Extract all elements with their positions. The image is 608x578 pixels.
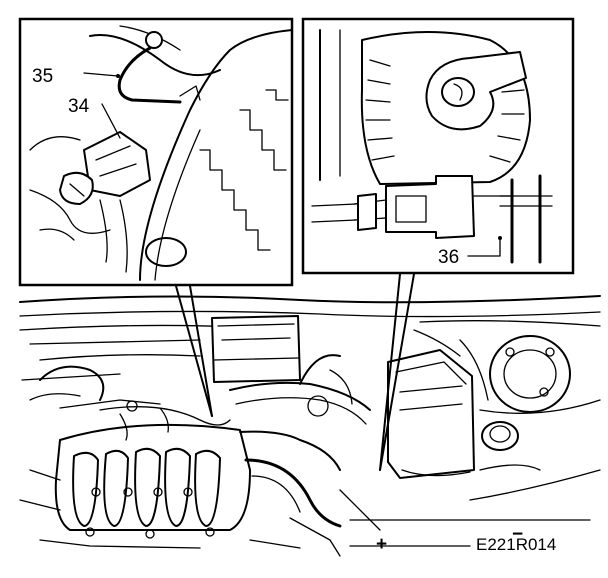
pointer-wedges [175,273,415,471]
figure-code: E221R014 [476,535,556,554]
callout-36: 36 [438,247,459,268]
engine-bay-drawing [19,295,601,557]
callout-35: 35 [32,66,53,87]
detail-inset-right [301,17,575,275]
battery-minus-symbol: − [512,524,523,545]
callout-34: 34 [68,96,90,117]
battery-plus-symbol: + [376,534,387,555]
detail-inset-left [18,17,294,287]
